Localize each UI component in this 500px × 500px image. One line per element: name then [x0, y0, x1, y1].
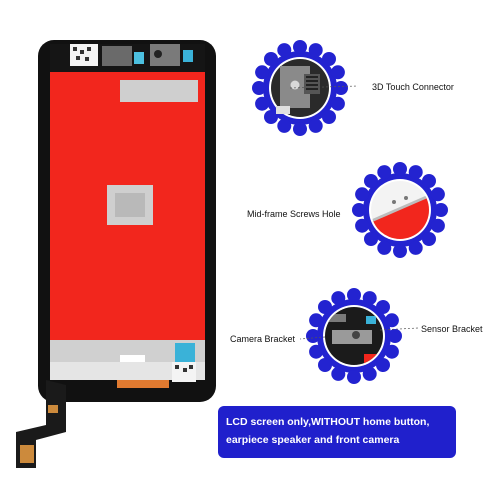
gear-callout-brackets: [306, 288, 402, 384]
banner-line-1: LCD screen only,WITHOUT home button,: [226, 416, 430, 428]
label-midframe-screws-hole: Mid-frame Screws Hole: [247, 209, 341, 219]
label-camera-bracket: Camera Bracket: [230, 334, 296, 344]
info-banner: LCD screen only,WITHOUT home button, ear…: [218, 406, 456, 458]
gear-callout-midframe-holes: [352, 162, 448, 258]
banner-line-2: earpiece speaker and front camera: [226, 434, 400, 446]
label-3d-touch-connector: 3D Touch Connector: [372, 82, 454, 92]
label-sensor-bracket: Sensor Bracket: [421, 324, 483, 334]
gear-callout-touch-connector: [252, 40, 348, 136]
